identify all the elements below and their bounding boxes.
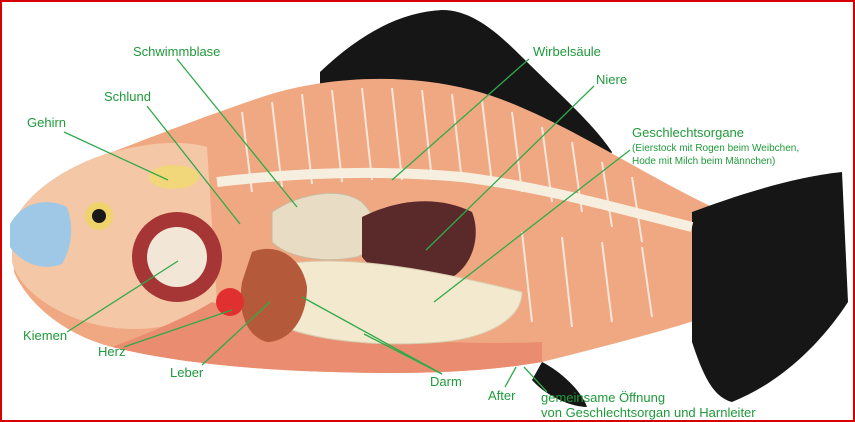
line-wirbelsaeule	[391, 58, 530, 181]
ventral-fin	[532, 362, 587, 407]
line-leber	[201, 301, 271, 366]
label-geschlechtsorgane-detail-2: Hode mit Milch beim Männchen)	[632, 156, 776, 167]
label-oeffnung-2: von Geschlechtsorgan und Harnleiter	[541, 405, 756, 420]
tail-fin	[692, 172, 848, 402]
line-niere	[425, 85, 595, 251]
pupil	[92, 209, 106, 223]
line-herz	[123, 309, 233, 348]
line-after	[504, 366, 517, 388]
line-gehirn	[63, 131, 169, 181]
label-schlund: Schlund	[104, 89, 151, 104]
spine	[216, 167, 694, 232]
gonad	[362, 201, 476, 284]
label-niere: Niere	[596, 72, 628, 87]
line-schlund	[146, 105, 241, 225]
line-darm-1	[301, 296, 443, 375]
line-schwimmblase	[176, 58, 298, 208]
label-geschlechtsorgane-detail-1: (Eierstock mit Rogen beim Weibchen,	[632, 143, 800, 154]
label-darm: Darm	[430, 374, 462, 389]
label-after: After	[488, 388, 516, 403]
swim-bladder	[271, 192, 377, 261]
leader-lines	[63, 58, 631, 393]
label-oeffnung-1: gemeinsame Öffnung	[541, 390, 666, 405]
fish-snout	[10, 202, 72, 267]
liver	[240, 248, 307, 342]
line-kiemen	[66, 260, 179, 333]
label-herz: Herz	[98, 344, 126, 359]
label-schwimmblase: Schwimmblase	[133, 44, 221, 59]
line-oeffnung	[523, 366, 548, 393]
label-gehirn: Gehirn	[27, 115, 67, 130]
line-darm-2	[363, 333, 443, 375]
brain	[149, 165, 199, 189]
fish-illustration	[10, 10, 848, 407]
label-wirbelsaeule: Wirbelsäule	[533, 44, 601, 59]
line-geschlechtsorgane	[433, 149, 631, 303]
label-kiemen: Kiemen	[23, 328, 68, 343]
gill-inner	[147, 227, 207, 287]
label-geschlechtsorgane: Geschlechtsorgane	[632, 125, 745, 140]
label-leber: Leber	[170, 365, 204, 380]
heart	[216, 288, 244, 316]
